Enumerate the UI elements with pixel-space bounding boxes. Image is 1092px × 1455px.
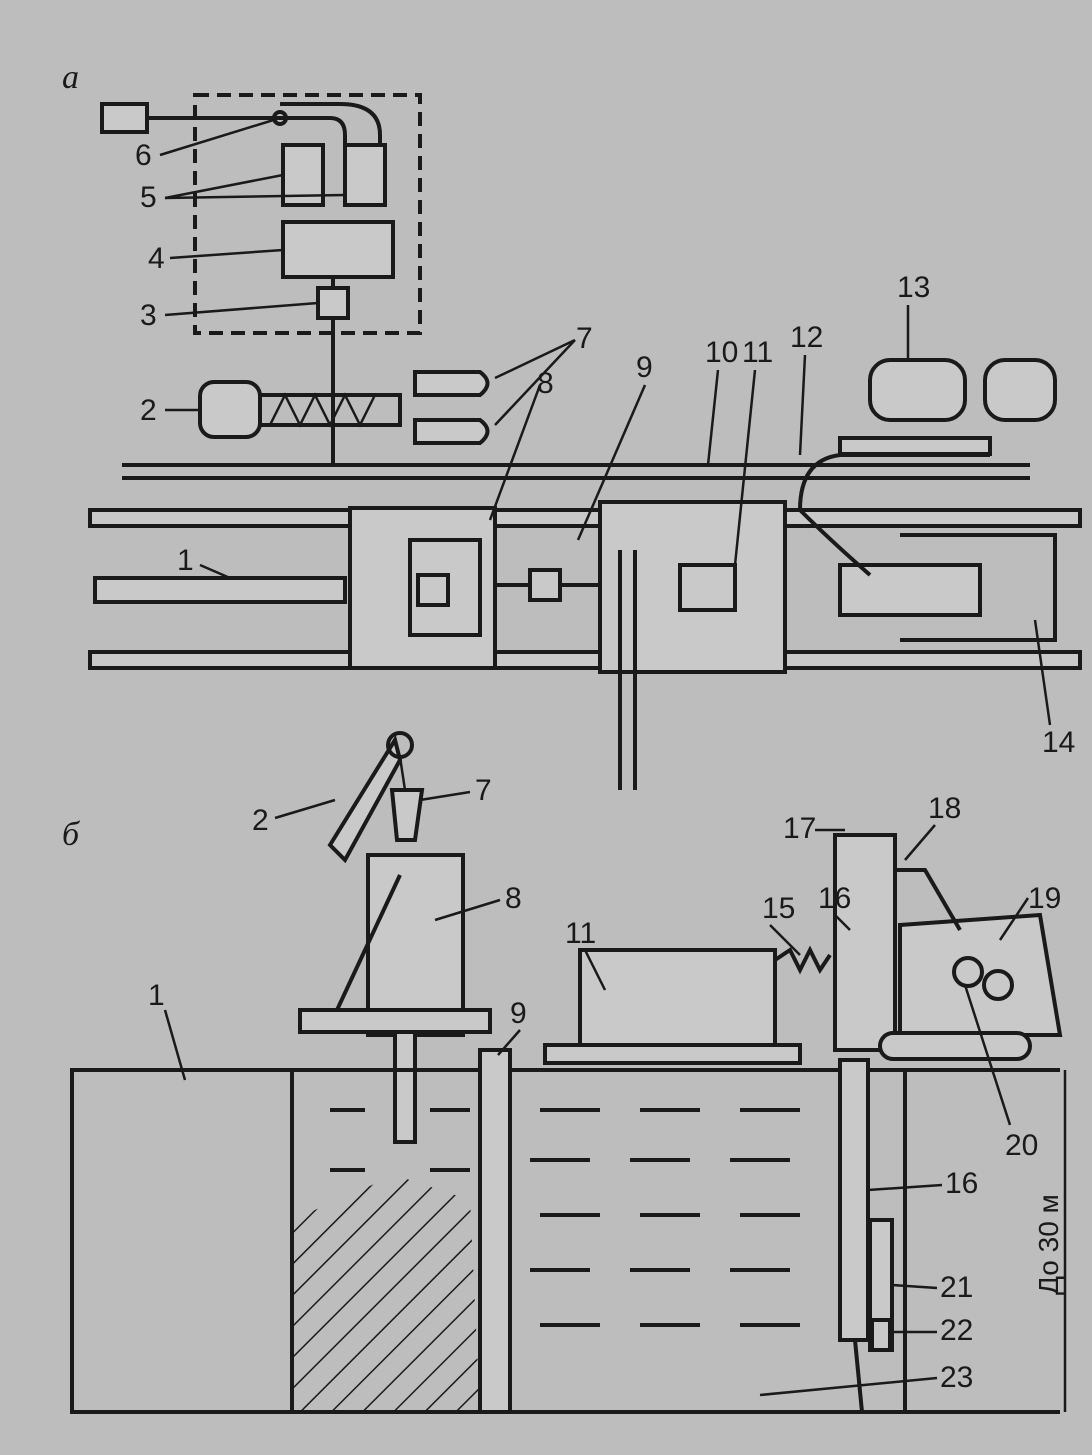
- label-b-11: 11: [565, 917, 596, 950]
- depth-dimension: До 30 м: [1033, 1194, 1064, 1295]
- labels-a: 1 2 3 4 5 6 7 8 9 10 11 12 13 14: [135, 139, 1075, 759]
- label-a-6: 6: [135, 139, 152, 172]
- label-b-18: 18: [928, 792, 961, 825]
- tank-5b: [343, 143, 387, 207]
- label-a-10: 10: [705, 336, 738, 369]
- section-b-label: б: [62, 816, 81, 853]
- label-a-11: 11: [742, 336, 773, 369]
- label-b-15: 15: [762, 892, 795, 925]
- concrete-panel-1: [70, 1068, 294, 1414]
- label-a-4: 4: [148, 242, 165, 275]
- trench-1: [93, 576, 347, 604]
- label-b-21: 21: [940, 1271, 973, 1304]
- label-b-19: 19: [1028, 882, 1061, 915]
- fresh-concrete: [292, 1175, 480, 1412]
- supply-pipe-2: [280, 102, 382, 145]
- label-a-1: 1: [177, 544, 194, 577]
- cement-supply-block: [100, 102, 149, 134]
- pump-3: [316, 286, 350, 320]
- valve-6: [272, 110, 288, 126]
- label-b-16b: 16: [945, 1167, 978, 1200]
- bucket-7b: [413, 418, 490, 445]
- label-a-3: 3: [140, 299, 157, 332]
- label-b-20: 20: [1005, 1129, 1038, 1162]
- label-a-14: 14: [1042, 726, 1075, 759]
- label-b-22: 22: [940, 1314, 973, 1347]
- bucket-7a: [413, 370, 490, 397]
- auger-2: [258, 393, 402, 427]
- label-a-12: 12: [790, 321, 823, 354]
- label-a-13: 13: [897, 271, 930, 304]
- crane-boom-2: [327, 734, 403, 864]
- label-a-9: 9: [636, 351, 653, 384]
- supply-pipe: [147, 116, 347, 145]
- cutter-string-16: [838, 1058, 870, 1342]
- concreting-rig-8-elev: [298, 853, 492, 1144]
- label-b-1: 1: [148, 979, 165, 1012]
- label-a-2: 2: [140, 394, 157, 427]
- concreting-rig-8: [348, 506, 497, 670]
- mixer-4: [281, 220, 395, 279]
- unit-11-elev: [578, 948, 777, 1047]
- label-b-2: 2: [252, 804, 269, 837]
- trench-cutter-14: [838, 563, 982, 617]
- leader-lines-a: [159, 116, 1052, 726]
- bucket-7: [389, 788, 425, 842]
- mixing-plant-frame: [193, 93, 422, 335]
- label-b-23: 23: [940, 1361, 973, 1394]
- spring-15: [773, 945, 832, 975]
- section-a-label: а: [62, 59, 79, 96]
- unit-11: [598, 500, 787, 674]
- label-a-7: 7: [576, 322, 593, 355]
- rail-track-bottom: [88, 650, 1082, 670]
- label-b-7: 7: [475, 774, 492, 807]
- crawler-20: [878, 1031, 1032, 1061]
- label-a-5: 5: [140, 181, 157, 214]
- tremie-pipe: [393, 1030, 417, 1144]
- nozzle-22: [870, 1318, 892, 1352]
- label-b-17: 17: [783, 812, 816, 845]
- labels-b: 1 2 7 8 9 11 15 16 17 18 19 20 16 21 22 …: [148, 774, 1061, 1394]
- stop-pipe-9: [478, 1048, 512, 1414]
- compressor-13: [868, 358, 967, 422]
- slurry-fill: [330, 1108, 800, 1327]
- tremie-tube-9: [528, 568, 562, 602]
- auger-motor-2: [198, 380, 262, 439]
- label-b-8: 8: [505, 882, 522, 915]
- cutter-mast-16: [833, 833, 897, 1052]
- label-b-9: 9: [510, 997, 527, 1030]
- label-b-16a: 16: [818, 882, 851, 915]
- leader-lines-b: [163, 790, 1030, 1397]
